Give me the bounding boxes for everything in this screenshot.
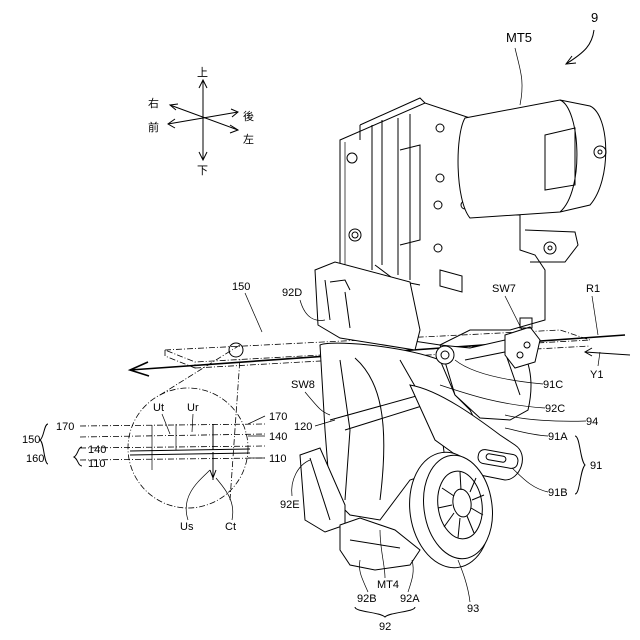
- dir-up-label: 上: [197, 66, 208, 79]
- dir-down-label: 下: [197, 164, 208, 177]
- label-92e: 92E: [280, 499, 300, 511]
- label-110-left: 110: [88, 458, 106, 470]
- label-94: 94: [586, 416, 598, 428]
- label-93: 93: [467, 603, 479, 615]
- label-140-left: 140: [88, 444, 106, 456]
- dir-left-label: 左: [243, 133, 254, 146]
- dir-front-label: 前: [148, 120, 159, 134]
- label-ct: Ct: [225, 521, 236, 533]
- label-120: 120: [294, 421, 312, 433]
- label-160-group: 160: [26, 453, 44, 465]
- label-170-left: 170: [56, 421, 74, 433]
- assembly-callout: 9: [566, 10, 598, 64]
- motor-mt5: MT5: [458, 30, 606, 218]
- label-ut: Ut: [153, 402, 164, 414]
- label-r1: R1: [586, 283, 600, 295]
- label-150-top: 150: [232, 281, 250, 293]
- label-ur: Ur: [187, 402, 199, 414]
- label-sw7: SW7: [492, 283, 516, 295]
- dir-rear-label: 後: [243, 109, 254, 123]
- label-sw8: SW8: [291, 379, 315, 391]
- label-y1: Y1: [590, 369, 603, 381]
- label-91: 91: [590, 460, 602, 472]
- label-92: 92: [379, 621, 391, 633]
- label-92b: 92B: [357, 593, 377, 605]
- label-91c: 91C: [543, 379, 563, 391]
- label-92c: 92C: [545, 403, 565, 415]
- label-92a: 92A: [400, 593, 420, 605]
- label-92d: 92D: [282, 287, 302, 299]
- label-91b: 91B: [548, 487, 568, 499]
- label-110-right: 110: [269, 453, 287, 465]
- label-mt4: MT4: [377, 579, 399, 591]
- assembly-number: 9: [591, 10, 598, 25]
- label-mt5: MT5: [506, 30, 532, 45]
- label-us: Us: [180, 521, 194, 533]
- detail-view: Ut Ur Us Ct 170 140 110 150 160 170 140 …: [22, 343, 287, 533]
- label-140-right: 140: [269, 431, 287, 443]
- label-170-right: 170: [269, 411, 287, 423]
- dir-right-label: 右: [148, 96, 159, 110]
- label-150-group: 150: [22, 434, 40, 446]
- direction-compass: 上 下 右 前 後 左: [148, 66, 254, 177]
- label-91a: 91A: [548, 431, 568, 443]
